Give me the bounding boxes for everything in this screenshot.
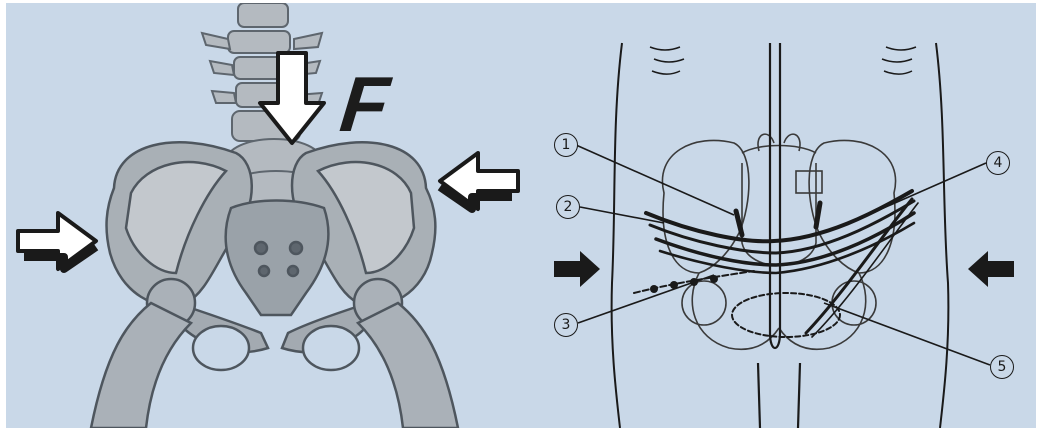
callout-label-4: 4 (986, 151, 1010, 175)
sacrum (226, 201, 329, 316)
callout-label-2: 2 (556, 195, 580, 219)
arrow-right-solid (968, 251, 1014, 287)
central-line (758, 43, 800, 428)
body-outline-right (936, 43, 948, 428)
pad-left (736, 211, 742, 235)
callout-label-3: 3 (554, 313, 578, 337)
pelvic-belt-illustration (524, 3, 1036, 428)
left-compression-arrow (18, 213, 96, 269)
callout-label-1: 1 (554, 133, 578, 157)
compression-arrows (554, 251, 1014, 287)
arrow-left-solid (554, 251, 600, 287)
force-label: F (337, 65, 393, 143)
callout-label-5: 5 (990, 355, 1014, 379)
pelvic-belt-panel: 1 2 3 4 5 (524, 3, 1036, 428)
body-outline-left (612, 43, 622, 428)
right-compression-arrow (440, 153, 518, 209)
skeletal-pelvis-panel: F (6, 3, 524, 428)
skeletal-pelvis-illustration (6, 3, 524, 428)
leader-lines (576, 145, 990, 365)
stabilizing-belts (634, 191, 918, 337)
